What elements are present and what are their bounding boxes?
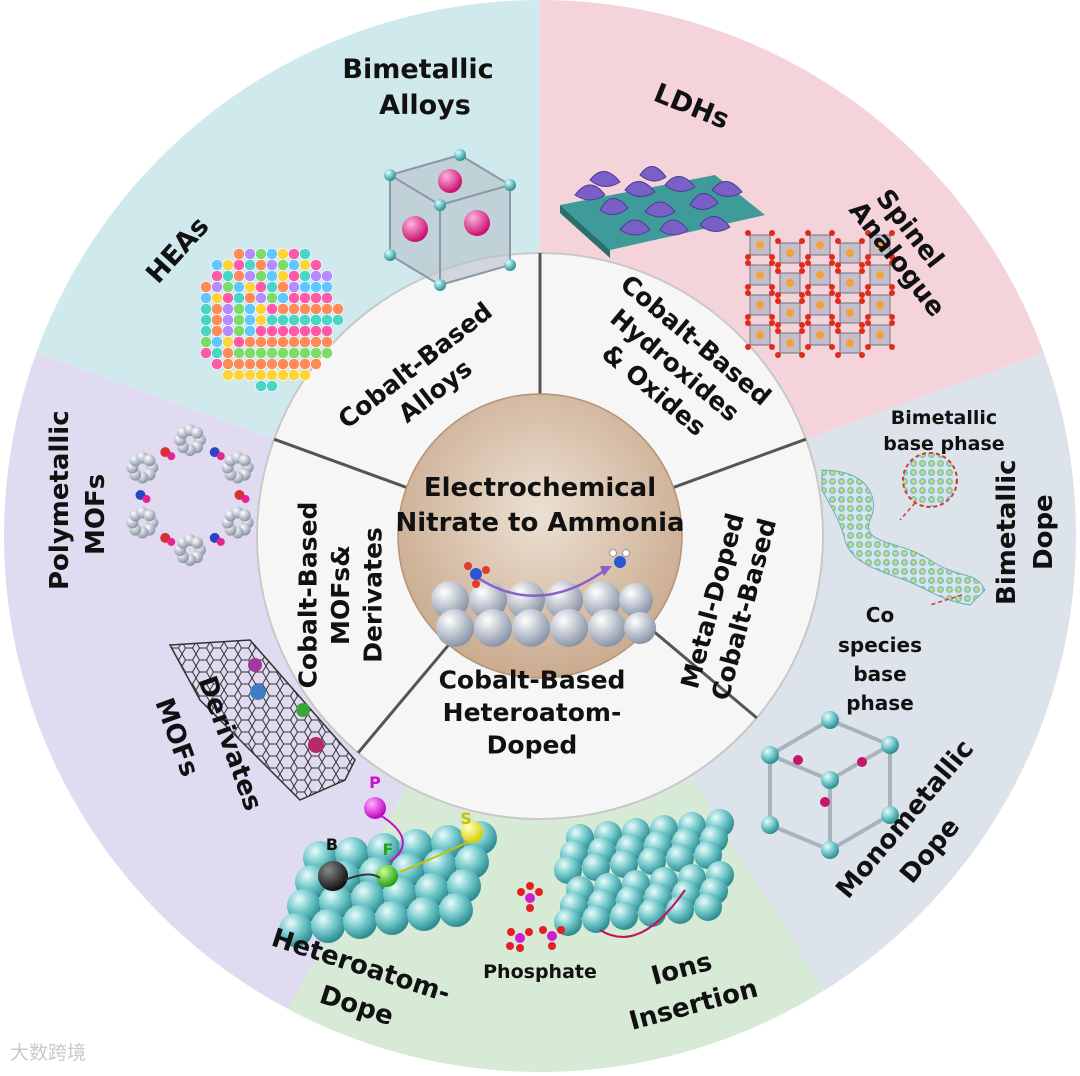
label-co-species-3: base <box>853 662 906 686</box>
label-bimetallic-base-1: Bimetallic <box>891 407 997 429</box>
label-co-species-2: species <box>838 633 922 657</box>
label-co-species-1: Co <box>866 603 894 627</box>
label-element-s: S <box>460 809 472 828</box>
label-bimetallic-dope-1: Bimetallic <box>992 459 1022 605</box>
ldh-sheet <box>560 166 765 258</box>
hea-nanosphere <box>200 248 344 392</box>
ring-label-line: Doped <box>487 730 578 759</box>
label-element-p: P <box>369 773 381 792</box>
ring-label-line: Heteroatom- <box>443 698 622 727</box>
ring-label-line: Cobalt-Based <box>439 665 626 694</box>
ions-insertion-layers <box>554 809 734 936</box>
heteroatom-slab <box>279 821 497 947</box>
center-title-line1: Electrochemical <box>424 473 656 503</box>
mof-derivates-sheet <box>168 639 356 801</box>
spinel-lattice <box>745 230 895 358</box>
ring-divider <box>273 437 408 489</box>
label-element-f: F <box>383 840 394 859</box>
ring-divider <box>356 643 450 754</box>
label-phosphate: Phosphate <box>483 961 597 983</box>
label-bimetallic-base-2: base phase <box>883 433 1004 455</box>
label-polymetallic-1: Polymetallic <box>45 410 75 590</box>
polymetallic-mof-ring <box>126 424 254 566</box>
ring-label-line: Derivates <box>358 527 387 663</box>
label-bimetallic-alloys-2: Alloys <box>379 90 471 121</box>
ring-divider <box>647 626 758 720</box>
label-element-b: B <box>326 835 338 854</box>
heteroatom-dopants <box>318 797 483 891</box>
label-bimetallic-alloys-1: Bimetallic <box>342 54 493 85</box>
phosphate-ions <box>506 882 686 952</box>
ring-label-line: MOFs& <box>326 545 355 645</box>
ring-divider <box>672 437 807 489</box>
monometallic-cube <box>761 711 899 859</box>
label-co-species-4: phase <box>846 691 914 715</box>
center-title-line2: Nitrate to Ammonia <box>395 508 684 538</box>
center-surface-illustration <box>431 549 656 647</box>
label-polymetallic-2: MOFs <box>81 474 111 555</box>
bimetallic-nanowire <box>821 452 986 606</box>
watermark: 大数跨境 <box>10 1042 87 1064</box>
ring-label-line: Cobalt-Based <box>293 502 322 689</box>
label-bimetallic-dope-2: Dope <box>1029 494 1059 570</box>
ring-dividers <box>273 253 807 754</box>
bimetallic-alloy-cube <box>384 149 516 291</box>
